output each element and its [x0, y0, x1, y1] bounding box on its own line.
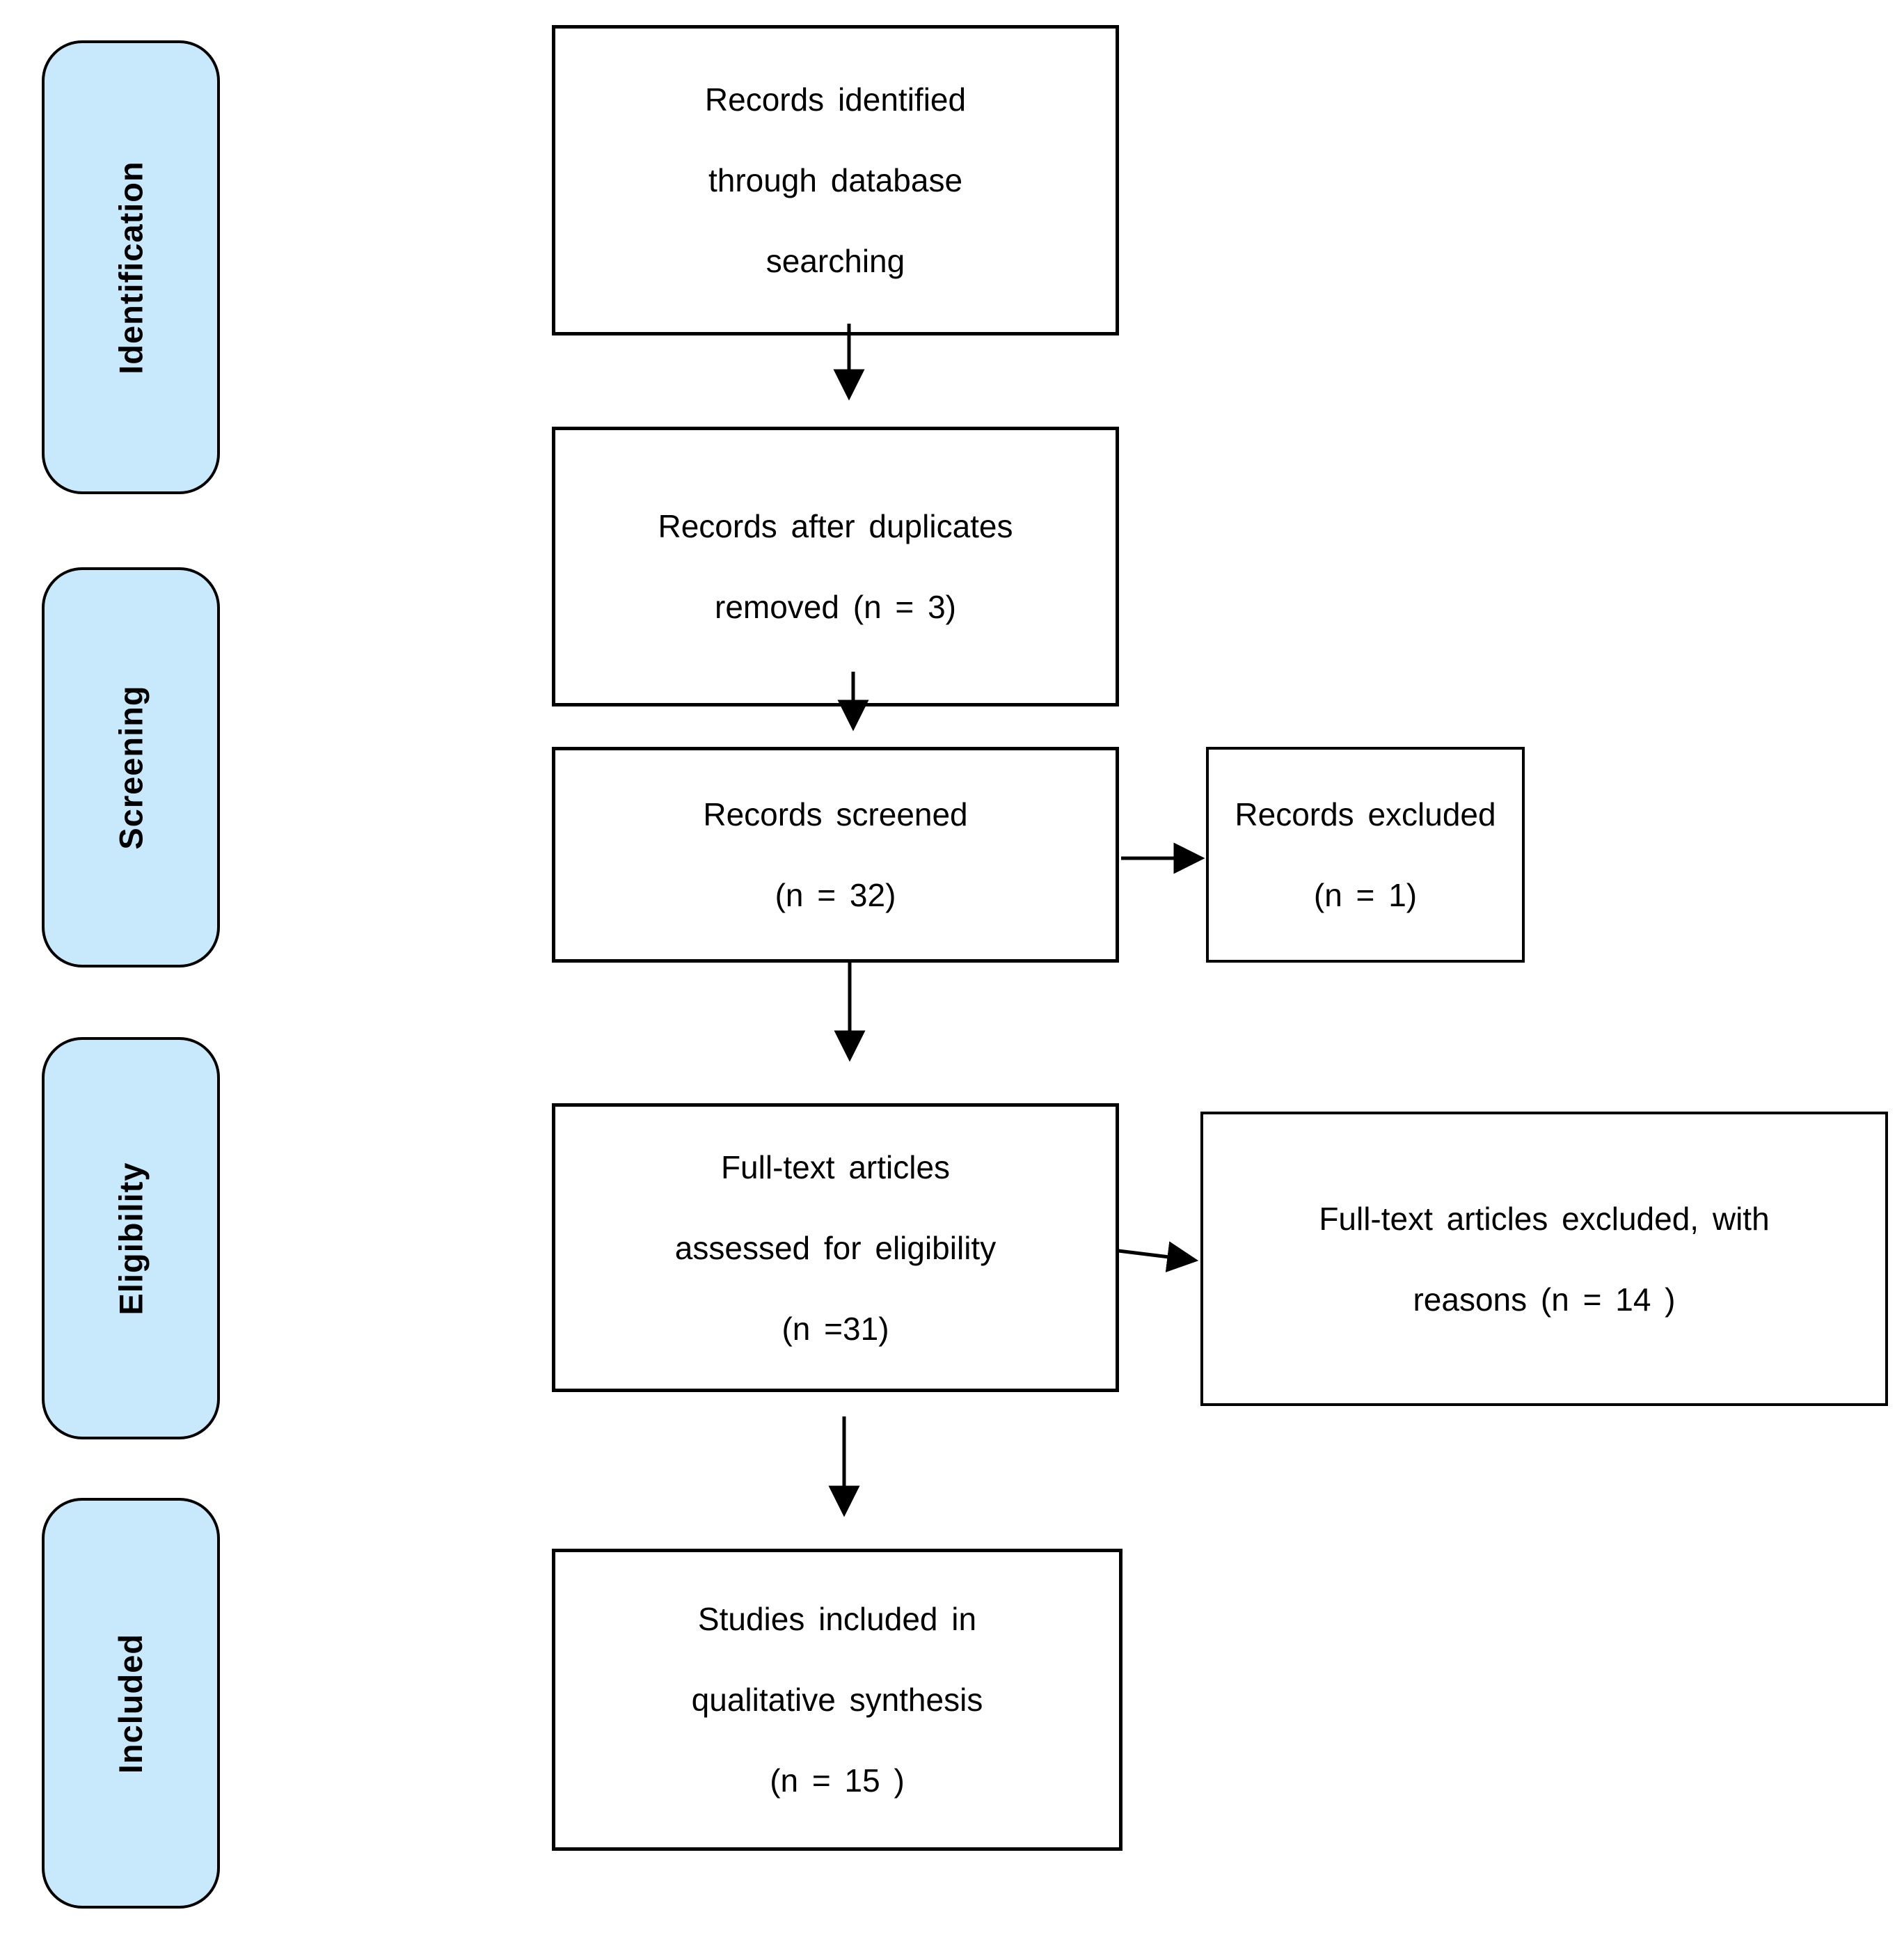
node-text-line: (n = 32) [775, 877, 896, 913]
arrow-assessed-to-ft-excluded-icon [1118, 1241, 1199, 1273]
stage-label-identification: Identification [42, 40, 220, 494]
node-records-excluded: Records excluded (n = 1) [1206, 747, 1525, 963]
node-text-line: (n =31) [782, 1310, 889, 1347]
node-text-line: reasons (n = 14 ) [1413, 1281, 1676, 1318]
node-text-line: Records excluded [1235, 796, 1496, 832]
node-text-line: Full-text articles [720, 1148, 951, 1185]
node-text-line: Records after duplicates [658, 508, 1013, 544]
node-text-line: Full-text articles excluded, with [1319, 1200, 1770, 1237]
node-text-line: (n = 15 ) [770, 1762, 905, 1799]
stage-label-eligibility: Eligibility [42, 1037, 220, 1439]
stage-label-included-text: Included [112, 1633, 150, 1774]
stage-label-eligibility-text: Eligibility [112, 1162, 150, 1315]
node-text-line: Records identified [704, 81, 967, 118]
node-text-line: Studies included in [697, 1601, 977, 1637]
stage-label-included: Included [42, 1498, 220, 1909]
node-fulltext-excluded: Full-text articles excluded, with reason… [1200, 1112, 1888, 1406]
node-text-line: Records screened [703, 796, 968, 832]
node-records-after-duplicates: Records after duplicates removed (n = 3) [552, 427, 1119, 706]
node-records-screened: Records screened (n = 32) [552, 747, 1119, 963]
node-text-line: through database [708, 162, 963, 198]
stage-label-screening: Screening [42, 567, 220, 968]
node-studies-included: Studies included in qualitative synthesi… [552, 1549, 1122, 1851]
node-text-line: searching [765, 243, 905, 279]
stage-label-screening-text: Screening [112, 685, 150, 850]
node-text-line: qualitative synthesis [691, 1682, 983, 1718]
stage-label-identification-text: Identification [112, 160, 150, 374]
node-records-identified: Records identified through database sear… [552, 25, 1119, 335]
node-text-line: assessed for eligibility [674, 1229, 997, 1266]
node-text-line: (n = 1) [1313, 877, 1418, 913]
node-text-line: removed (n = 3) [715, 589, 956, 625]
node-fulltext-assessed: Full-text articles assessed for eligibil… [552, 1103, 1119, 1392]
